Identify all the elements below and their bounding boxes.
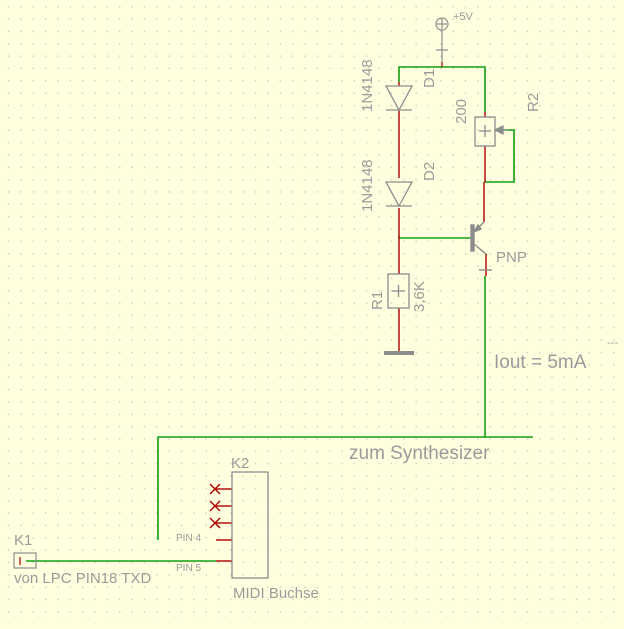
k2-pin4-label: PIN 4 — [176, 533, 201, 544]
diode-d2-symbol — [384, 181, 414, 208]
synth-label: zum Synthesizer — [349, 443, 490, 464]
diode-d1-symbol — [384, 85, 414, 112]
midi-connector-k2 — [231, 471, 269, 579]
power-label: +5V — [453, 11, 474, 23]
r1-value-label: 3,6K — [411, 281, 428, 312]
k2-name-label: K2 — [231, 455, 249, 472]
d1-value-label: 1N4148 — [359, 59, 376, 112]
r1-name-label: R1 — [369, 291, 386, 310]
resistor-r1-symbol — [387, 273, 410, 309]
k2-caption: MIDI Buchse — [233, 585, 319, 602]
ground-symbol — [384, 338, 414, 355]
d1-name-label: D1 — [421, 69, 438, 88]
pnp-transistor-symbol — [470, 221, 492, 271]
r2-value-label: 200 — [453, 99, 470, 124]
transistor-label: PNP — [496, 249, 527, 266]
no-connect-marks — [209, 483, 221, 529]
iout-label: Iout = 5mA — [494, 352, 587, 373]
power-supply-symbol — [435, 17, 449, 67]
k1-name-label: K1 — [14, 532, 32, 549]
potentiometer-r2-symbol — [474, 116, 508, 147]
r2-name-label: R2 — [525, 93, 542, 112]
pin-stubs — [216, 82, 487, 562]
connector-k1 — [13, 552, 37, 569]
k2-pin5-label: PIN 5 — [176, 563, 201, 574]
dash-mark: --- — [607, 337, 618, 349]
k1-caption: von LPC PIN18 TXD — [14, 570, 151, 587]
d2-name-label: D2 — [421, 162, 438, 181]
d2-value-label: 1N4148 — [359, 159, 376, 212]
